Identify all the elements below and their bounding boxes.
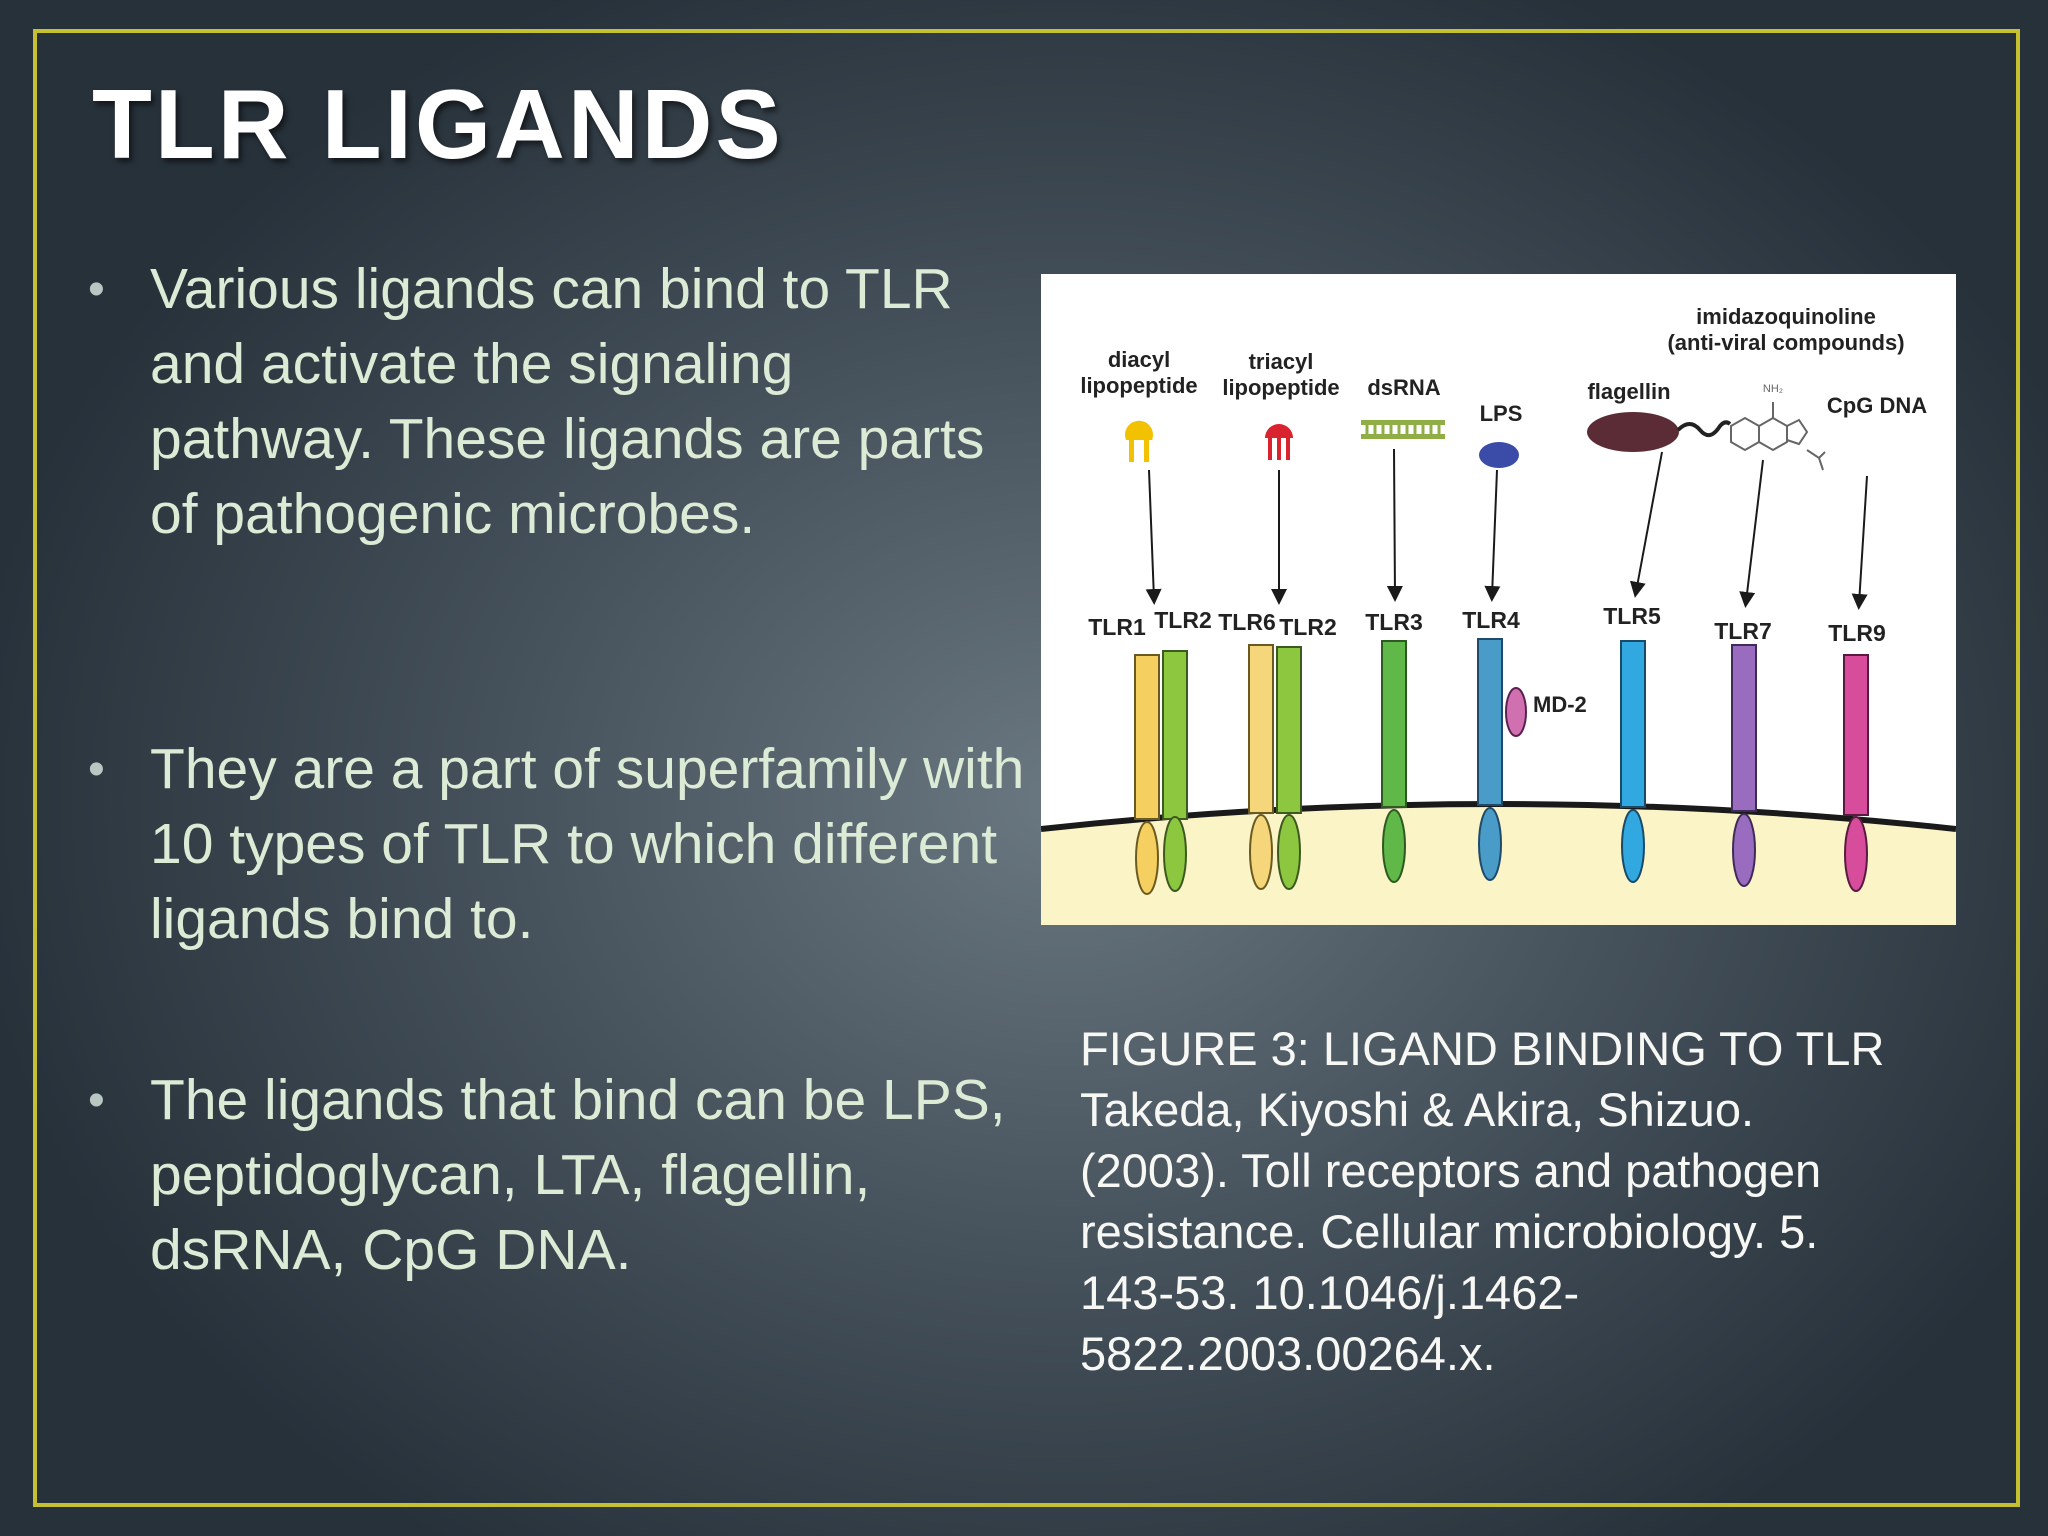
arrow-flagellin-to-tlr5 (1629, 451, 1663, 598)
label-tlr7: TLR7 (1714, 618, 1772, 644)
slide-title: TLR LIGANDS (92, 69, 784, 179)
diacyl-lipopeptide-icon (1125, 420, 1153, 462)
label-diacyl-lipopeptide: lipopeptide (1080, 373, 1197, 398)
nh2-label: NH₂ (1763, 383, 1783, 395)
bullet-item: • Various ligands can bind to TLR and ac… (88, 252, 1030, 552)
bullet-text: They are a part of superfamily with 10 t… (150, 737, 1025, 951)
label-tlr3: TLR3 (1365, 609, 1423, 635)
label-tlr5: TLR5 (1603, 603, 1661, 629)
label-tlr6: TLR6 (1218, 609, 1276, 635)
dsrna-icon (1361, 420, 1445, 439)
tlr7-receptor (1731, 644, 1757, 887)
bullet-text: The ligands that bind can be LPS, peptid… (150, 1068, 1006, 1282)
imidazoquinoline-structure-icon (1730, 402, 1826, 471)
tlr6-receptor (1248, 644, 1274, 890)
figure-caption: FIGURE 3: LIGAND BINDING TO TLR Takeda, … (1080, 1018, 1980, 1384)
arrow-lps-to-tlr4 (1484, 469, 1501, 602)
caption-line: 143-53. 10.1046/j.1462- (1080, 1266, 1580, 1319)
lps-icon (1479, 442, 1519, 468)
caption-line: 5822.2003.00264.x. (1080, 1327, 1496, 1380)
label-md2: MD-2 (1533, 692, 1587, 717)
label-cpg-dna: CpG DNA (1827, 393, 1927, 418)
label-tlr2-first: TLR2 (1154, 607, 1212, 633)
tlr2-receptor (1162, 650, 1188, 892)
bullet-dot: • (88, 1074, 105, 1127)
label-flagellin: flagellin (1587, 379, 1670, 404)
bullet-item: • The ligands that bind can be LPS, pept… (88, 1063, 1030, 1288)
tlr9-receptor (1843, 654, 1869, 892)
caption-line: (2003). Toll receptors and pathogen (1080, 1144, 1822, 1197)
tlr1-receptor (1134, 654, 1160, 895)
caption-line: resistance. Cellular microbiology. 5. (1080, 1205, 1819, 1258)
label-dsrna: dsRNA (1367, 375, 1440, 400)
arrow-cpg-to-tlr9 (1851, 475, 1868, 610)
bullet-item: • They are a part of superfamily with 10… (88, 732, 1030, 957)
md2-protein (1505, 687, 1527, 737)
label-tlr1: TLR1 (1088, 614, 1146, 640)
label-tlr4: TLR4 (1462, 607, 1520, 633)
caption-line: FIGURE 3: LIGAND BINDING TO TLR (1080, 1022, 1885, 1075)
bullet-dot: • (88, 743, 105, 796)
tlr4-receptor (1477, 638, 1503, 881)
triacyl-lipopeptide-icon (1265, 424, 1293, 460)
tlr3-receptor (1381, 640, 1407, 883)
tlr5-receptor (1620, 640, 1646, 883)
tlr-ligand-diagram: diacyl lipopeptide triacyl lipopeptide d… (1041, 274, 1956, 925)
flagellin-icon (1587, 412, 1732, 452)
tlr2-receptor (1276, 646, 1302, 890)
caption-line: Takeda, Kiyoshi & Akira, Shizuo. (1080, 1083, 1755, 1136)
label-imidazoquinoline: imidazoquinoline (1696, 304, 1876, 329)
arrow-imidazoquinoline-to-tlr7 (1739, 459, 1764, 608)
bullet-dot: • (88, 263, 105, 316)
slide-frame (33, 29, 2020, 1507)
bullet-text: Various ligands can bind to TLR and acti… (150, 257, 985, 546)
label-diacyl: diacyl (1108, 347, 1170, 372)
label-tlr2-second: TLR2 (1279, 614, 1337, 640)
label-triacyl-lipopeptide: lipopeptide (1222, 375, 1339, 400)
label-lps: LPS (1480, 401, 1523, 426)
label-triacyl: triacyl (1249, 349, 1314, 374)
label-anti-viral: (anti-viral compounds) (1667, 330, 1904, 355)
arrow-dsrna-to-tlr3 (1386, 448, 1403, 602)
arrow-diacyl-to-tlr1-2 (1145, 469, 1162, 605)
label-tlr9: TLR9 (1828, 620, 1886, 646)
